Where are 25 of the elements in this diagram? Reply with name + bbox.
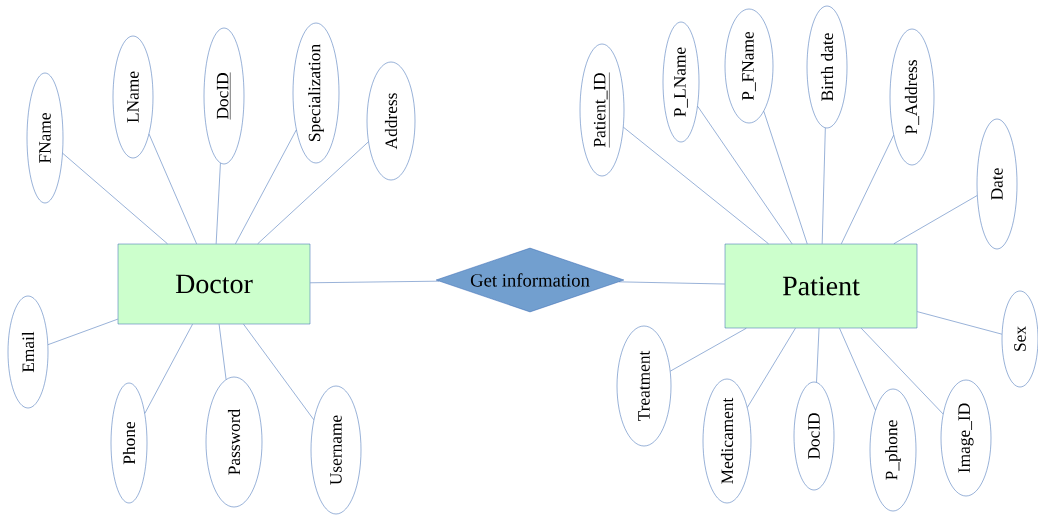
connector-line xyxy=(816,328,820,383)
connector-line xyxy=(670,328,747,372)
connector-line xyxy=(747,328,796,408)
connector-line xyxy=(893,195,978,244)
connector-line xyxy=(235,129,297,244)
connector-line xyxy=(839,328,876,411)
connector-line xyxy=(257,141,369,244)
connector-line xyxy=(218,324,227,380)
connector-line xyxy=(618,281,725,285)
connector-line xyxy=(841,135,894,244)
entity-box: Doctor xyxy=(117,243,311,325)
connector-line xyxy=(144,324,193,414)
connector-line xyxy=(917,311,1003,335)
connector-line xyxy=(697,106,793,244)
entity-box: Patient xyxy=(724,243,918,329)
connector-line xyxy=(243,324,314,420)
connector-line xyxy=(623,127,769,244)
connector-line xyxy=(47,318,118,345)
connector-line xyxy=(821,127,826,244)
connector-line xyxy=(215,162,221,244)
connector-line xyxy=(763,111,808,244)
connector-line xyxy=(861,328,944,415)
connector-line xyxy=(148,133,197,244)
connector-line xyxy=(62,153,168,244)
connector-line xyxy=(310,280,440,284)
